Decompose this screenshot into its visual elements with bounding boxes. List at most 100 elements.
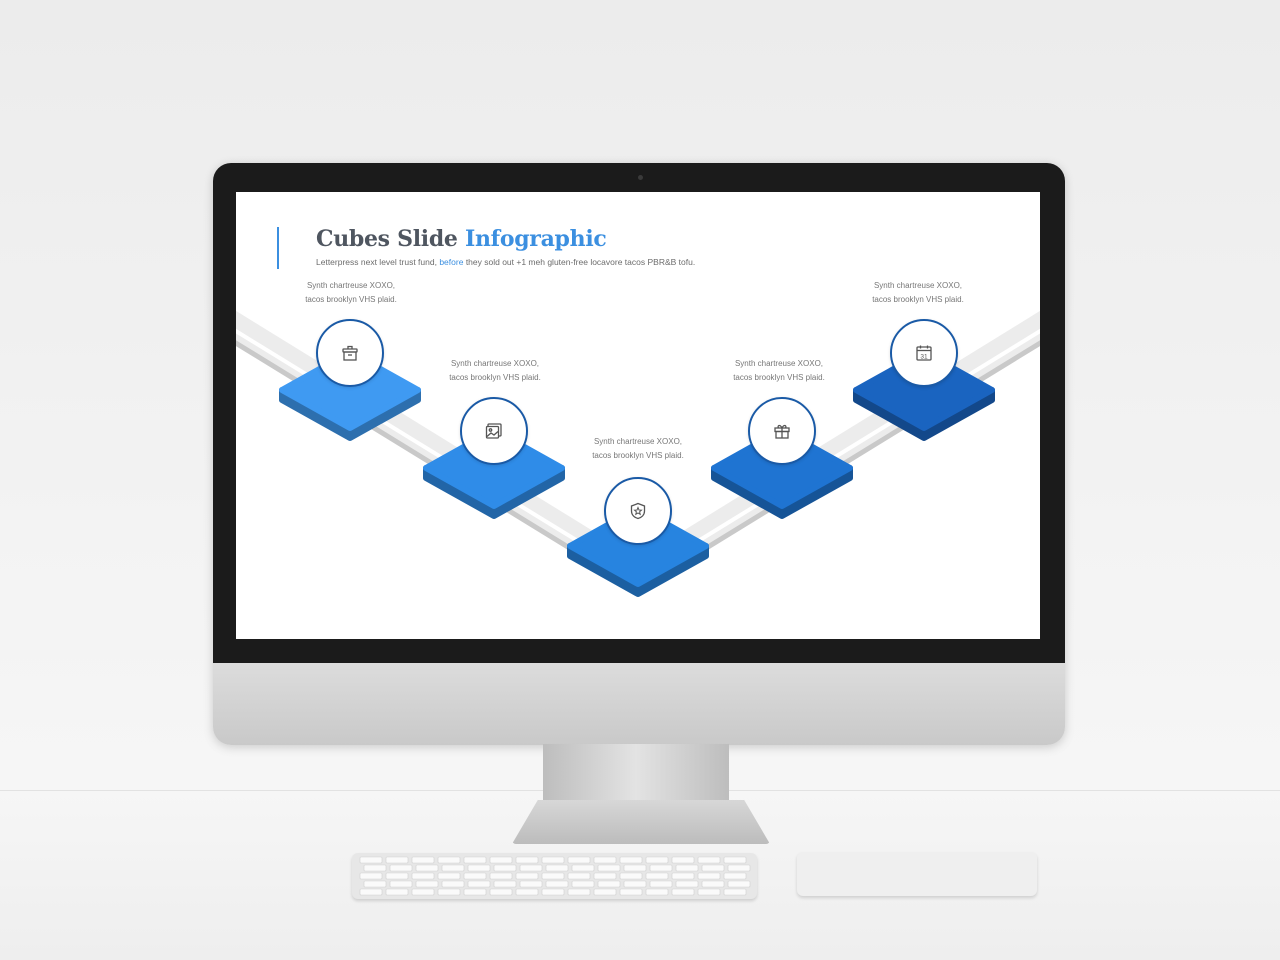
archive-box-icon	[342, 345, 358, 361]
keyboard-key	[645, 856, 669, 864]
step-4-circle	[748, 397, 816, 465]
shield-star-icon	[630, 502, 646, 520]
step-2-caption: Synth chartreuse XOXO,tacos brooklyn VHS…	[449, 359, 541, 382]
keyboard-key	[623, 880, 647, 888]
keyboard-key	[463, 856, 487, 864]
keyboard-key	[727, 864, 751, 872]
monitor-chin	[213, 663, 1065, 745]
keyboard-key	[441, 864, 465, 872]
keyboard-key	[623, 864, 647, 872]
keyboard-key	[697, 872, 721, 880]
cube-tile-5	[853, 349, 995, 441]
keyboard	[352, 853, 757, 899]
keyboard-key	[385, 872, 409, 880]
keyboard-key	[359, 872, 383, 880]
keyboard-key	[463, 872, 487, 880]
keyboard-key	[489, 872, 513, 880]
keyboard-key	[519, 864, 543, 872]
keyboard-key	[519, 880, 543, 888]
keyboard-key	[515, 872, 539, 880]
keyboard-key	[363, 880, 387, 888]
keyboard-key	[567, 888, 591, 896]
keyboard-key	[359, 888, 383, 896]
monitor-stand-base	[512, 800, 770, 844]
step-5-caption: Synth chartreuse XOXO,tacos brooklyn VHS…	[872, 281, 964, 304]
keyboard-key	[597, 880, 621, 888]
keyboard-key	[389, 864, 413, 872]
keyboard-key	[489, 888, 513, 896]
keyboard-key	[567, 872, 591, 880]
keyboard-key	[571, 880, 595, 888]
image-icon	[485, 423, 502, 439]
cube-top-face	[711, 427, 853, 509]
keyboard-key	[389, 880, 413, 888]
keyboard-key	[645, 888, 669, 896]
title-accent-bar	[277, 227, 279, 269]
keyboard-key	[619, 872, 643, 880]
keyboard-key	[671, 856, 695, 864]
step-3-circle	[604, 477, 672, 545]
keyboard-key	[467, 880, 491, 888]
keyboard-key	[359, 856, 383, 864]
cube-tile-4	[711, 427, 853, 519]
keyboard-key	[649, 864, 673, 872]
keyboard-key	[493, 864, 517, 872]
step-1-caption: Synth chartreuse XOXO,tacos brooklyn VHS…	[305, 281, 397, 304]
keyboard-key	[411, 872, 435, 880]
keyboard-key	[411, 856, 435, 864]
keyboard-key	[467, 864, 491, 872]
step-4-caption: Synth chartreuse XOXO,tacos brooklyn VHS…	[733, 359, 825, 382]
keyboard-key	[593, 872, 617, 880]
cube-tile-1	[279, 349, 421, 441]
step-5-circle: 31	[890, 319, 958, 387]
keyboard-key	[571, 864, 595, 872]
step-3-caption: Synth chartreuse XOXO,tacos brooklyn VHS…	[592, 437, 684, 460]
keyboard-key	[619, 888, 643, 896]
keyboard-key	[597, 864, 621, 872]
keyboard-key	[727, 880, 751, 888]
keyboard-key	[515, 856, 539, 864]
keyboard-key	[463, 888, 487, 896]
step-2-circle	[460, 397, 528, 465]
keyboard-key	[675, 880, 699, 888]
camera-dot	[638, 175, 643, 180]
keyboard-key	[489, 856, 513, 864]
imac-monitor: Cubes Slide Infographic Letterpress next…	[213, 163, 1065, 745]
cube-top-face	[567, 505, 709, 587]
keyboard-key	[363, 864, 387, 872]
keyboard-key	[701, 880, 725, 888]
trackpad	[797, 852, 1037, 896]
keyboard-key	[385, 856, 409, 864]
keyboard-key	[545, 864, 569, 872]
keyboard-key	[567, 856, 591, 864]
keyboard-key	[385, 888, 409, 896]
keyboard-key	[541, 888, 565, 896]
keyboard-key	[723, 888, 747, 896]
keyboard-key	[593, 888, 617, 896]
keyboard-key	[697, 888, 721, 896]
keyboard-key	[675, 864, 699, 872]
keyboard-key	[437, 872, 461, 880]
cube-tile-2	[423, 427, 565, 519]
cube-top-face	[279, 349, 421, 431]
keyboard-key	[493, 880, 517, 888]
slide-screen: Cubes Slide Infographic Letterpress next…	[236, 192, 1040, 639]
keyboard-key	[437, 888, 461, 896]
cube-top-face	[423, 427, 565, 509]
keyboard-key	[437, 856, 461, 864]
calendar-icon: 31	[916, 345, 932, 361]
page-subtitle: Letterpress next level trust fund, befor…	[316, 257, 696, 267]
subtitle-link: before	[439, 257, 464, 267]
keyboard-key	[545, 880, 569, 888]
infographic-path	[236, 310, 1040, 597]
keyboard-key	[649, 880, 673, 888]
keyboard-key	[723, 872, 747, 880]
keyboard-key	[645, 872, 669, 880]
keyboard-key	[723, 856, 747, 864]
keyboard-key	[541, 872, 565, 880]
keyboard-key	[701, 864, 725, 872]
keyboard-key	[619, 856, 643, 864]
cube-tile-3	[567, 505, 709, 597]
keyboard-key	[541, 856, 565, 864]
keyboard-key	[671, 872, 695, 880]
